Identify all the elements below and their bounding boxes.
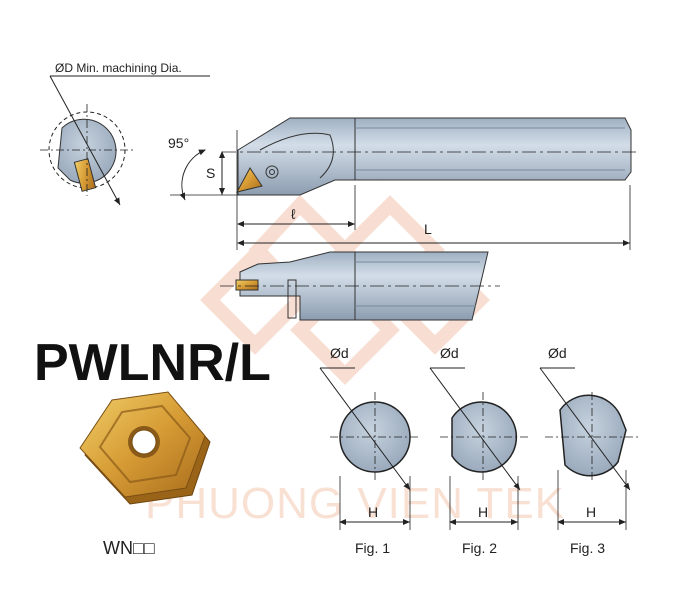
fig1-caption: Fig. 1 <box>355 540 390 556</box>
bar-top-view <box>170 117 640 250</box>
fig2-dia: Ød <box>440 345 459 361</box>
dim-l-small-label: ℓ <box>291 206 296 222</box>
fig1-h: H <box>368 504 378 520</box>
insert-code: WN□□ <box>103 538 155 558</box>
angle-label: 95° <box>168 135 189 151</box>
fig2-h: H <box>478 504 488 520</box>
fig3-caption: Fig. 3 <box>570 540 605 556</box>
figure-1 <box>319 367 420 530</box>
figure-2 <box>429 367 528 530</box>
dim-L-label: L <box>424 221 432 237</box>
fig1-dia: Ød <box>330 345 349 361</box>
watermark-text: PHUONG VIEN TEK <box>145 479 565 528</box>
end-view <box>40 75 210 206</box>
product-title: PWLNR/L <box>34 334 271 392</box>
min-dia-label: ØD Min. machining Dia. <box>55 61 182 75</box>
fig3-h: H <box>586 504 596 520</box>
bar-side-view <box>220 251 500 321</box>
figure-3 <box>539 367 638 530</box>
insert-image <box>79 391 211 505</box>
fig3-dia: Ød <box>548 345 567 361</box>
fig2-caption: Fig. 2 <box>462 540 497 556</box>
dim-s-label: S <box>206 165 215 181</box>
